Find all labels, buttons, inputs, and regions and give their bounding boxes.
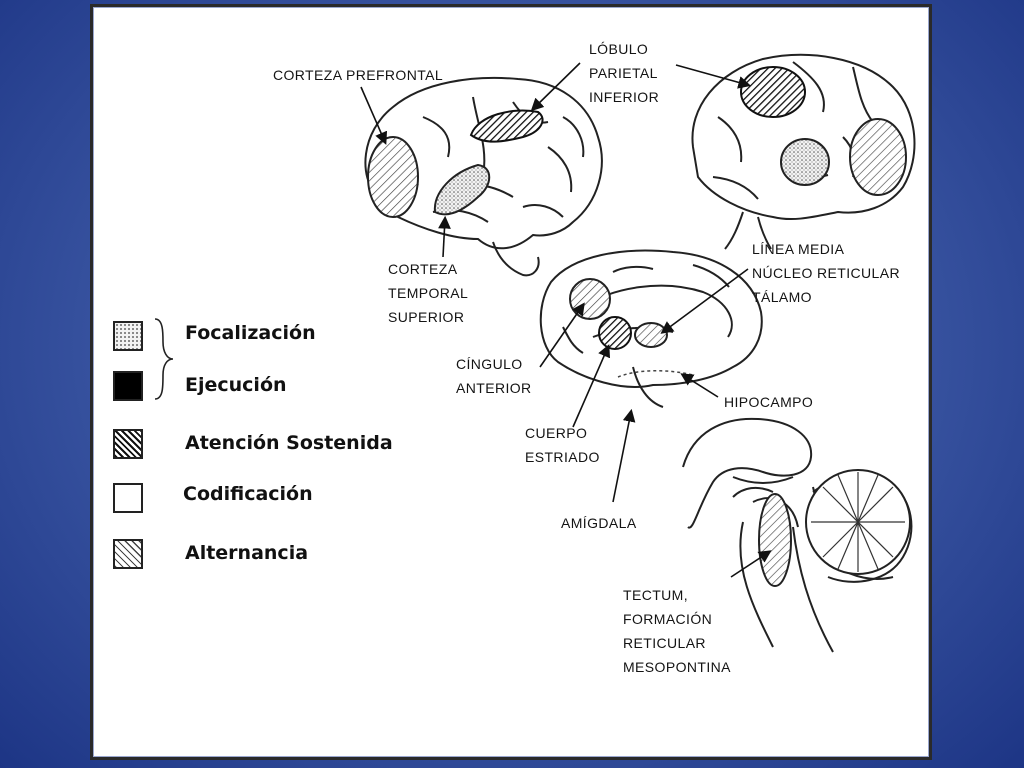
label-hipocampo: HIPOCAMPO bbox=[724, 394, 814, 410]
hipocampo-region bbox=[617, 369, 694, 378]
talamo-region bbox=[634, 322, 668, 348]
tectum-region bbox=[758, 493, 792, 587]
legend-swatch-alternancia bbox=[113, 539, 143, 569]
brain-diagram bbox=[154, 53, 916, 653]
prefrontal-region bbox=[367, 136, 419, 218]
inferior-parietal-region-left bbox=[469, 109, 544, 143]
label-linea-media: LÍNEA MEDIA NÚCLEO RETICULAR TÁLAMO bbox=[752, 241, 900, 305]
legend-label-alternancia: Alternancia bbox=[185, 542, 309, 564]
label-tectum: TECTUM, FORMACIÓN RETICULAR MESOPONTINA bbox=[623, 587, 731, 675]
diagram-frame: CORTEZA PREFRONTAL LÓBULO PARIETAL INFER… bbox=[90, 4, 932, 760]
legend-swatch-ejecucion bbox=[113, 371, 143, 401]
legend-swatch-codificacion bbox=[113, 483, 143, 513]
label-lobulo-parietal-inferior: LÓBULO PARIETAL INFERIOR bbox=[589, 41, 660, 105]
temporal-region-right bbox=[780, 138, 830, 186]
superior-temporal-region bbox=[433, 163, 491, 216]
legend-swatch-atencion-sostenida bbox=[113, 429, 143, 459]
label-cuerpo-estriado: CUERPO ESTRIADO bbox=[525, 425, 600, 465]
label-cingulo-anterior: CÍNGULO ANTERIOR bbox=[456, 356, 532, 396]
label-amigdala: AMÍGDALA bbox=[561, 515, 637, 531]
cingulo-anterior-region bbox=[569, 278, 611, 320]
label-corteza-prefrontal: CORTEZA PREFRONTAL bbox=[273, 67, 444, 83]
legend-label-atencion-sostenida: Atención Sostenida bbox=[185, 432, 393, 454]
legend-label-ejecucion: Ejecución bbox=[185, 374, 287, 396]
legend-brace bbox=[154, 318, 174, 400]
legend-label-focalizacion: Focalización bbox=[185, 322, 316, 344]
inferior-parietal-region-right bbox=[740, 66, 806, 118]
legend-swatch-focalizacion bbox=[113, 321, 143, 351]
legend-label-codificacion: Codificación bbox=[183, 483, 313, 505]
prefrontal-region-right bbox=[849, 118, 907, 196]
leader-arrows bbox=[360, 62, 772, 578]
lateral-brain-right bbox=[691, 53, 916, 250]
label-corteza-temporal-superior: CORTEZA TEMPORAL SUPERIOR bbox=[388, 261, 469, 325]
cerebellum-folia bbox=[811, 472, 905, 572]
cuerpo-estriado-region bbox=[598, 316, 632, 350]
